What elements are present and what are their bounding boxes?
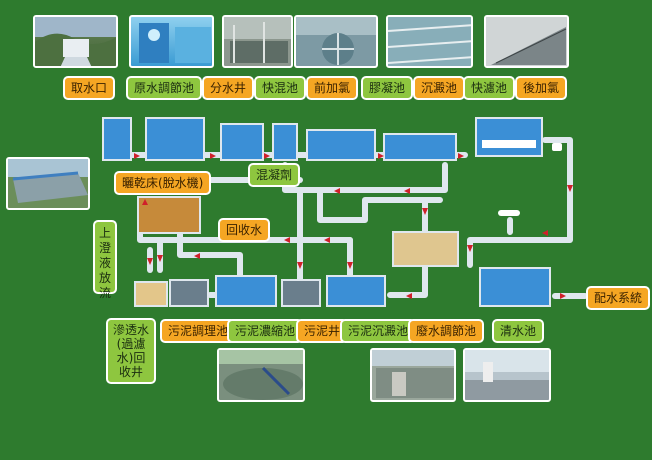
- rapid-filter-label: 快濾池: [463, 76, 516, 100]
- thickener-image: [219, 350, 303, 400]
- clear-water-photo: [463, 348, 551, 402]
- wastewater-image: [372, 350, 454, 398]
- recycled-water-label: 回收水: [218, 218, 271, 242]
- flocculation-photo: [294, 15, 378, 68]
- dam-image: [35, 17, 116, 66]
- distribution-label: 配水系統: [586, 286, 651, 310]
- valve-icon: [498, 143, 562, 216]
- raw-water-basin-label: 原水調節池: [126, 76, 203, 100]
- sludge-sedimentation-label: 污泥沉澱池: [340, 319, 417, 343]
- sludge-conditioning-label: 污泥調理池: [160, 319, 237, 343]
- pre-chlorination-label: 前加氯: [306, 76, 359, 100]
- settling-tank-image: [388, 17, 471, 66]
- wastewater-basin-label: 廢水調節池: [408, 319, 485, 343]
- clear-water-image: [465, 350, 549, 400]
- drying-bed-label: 曬乾床(脫水機): [114, 171, 212, 195]
- supernatant-discharge-label: 上澄液放流: [93, 220, 117, 300]
- sedimentation-photo: [386, 15, 473, 68]
- sludge-thickening-label: 污泥濃縮池: [227, 319, 304, 343]
- wastewater-basin-photo: [370, 348, 456, 402]
- sludge-well-label: 污泥井: [296, 319, 349, 343]
- basin-sign-image: [139, 23, 211, 63]
- top-tanks: [102, 117, 543, 161]
- bottom-tanks: [134, 196, 551, 307]
- flow-arrows: [134, 153, 573, 299]
- paddle-image: [296, 17, 376, 65]
- drying-bed-image: [8, 159, 88, 203]
- coagulant-label: 混凝劑: [248, 163, 301, 187]
- rapid-filter-photo: [484, 15, 569, 68]
- rapid-mix-label: 快混池: [254, 76, 307, 100]
- splitter-well-label: 分水井: [202, 76, 255, 100]
- raw-water-basin-photo: [129, 15, 214, 68]
- intake-label: 取水口: [63, 76, 116, 100]
- flocculation-label: 膠凝池: [361, 76, 414, 100]
- well-image: [224, 17, 291, 63]
- splitter-well-photo: [222, 15, 293, 68]
- stairs-image: [486, 17, 567, 66]
- sludge-thickening-photo: [217, 348, 305, 402]
- clear-water-label: 清水池: [492, 319, 545, 343]
- percolate-well-label: 滲透水(過濾水)回收井: [106, 318, 156, 384]
- intake-photo: [33, 15, 118, 68]
- drying-bed-photo: [6, 157, 90, 210]
- sedimentation-label: 沉澱池: [413, 76, 466, 100]
- post-chlorination-label: 後加氯: [515, 76, 568, 100]
